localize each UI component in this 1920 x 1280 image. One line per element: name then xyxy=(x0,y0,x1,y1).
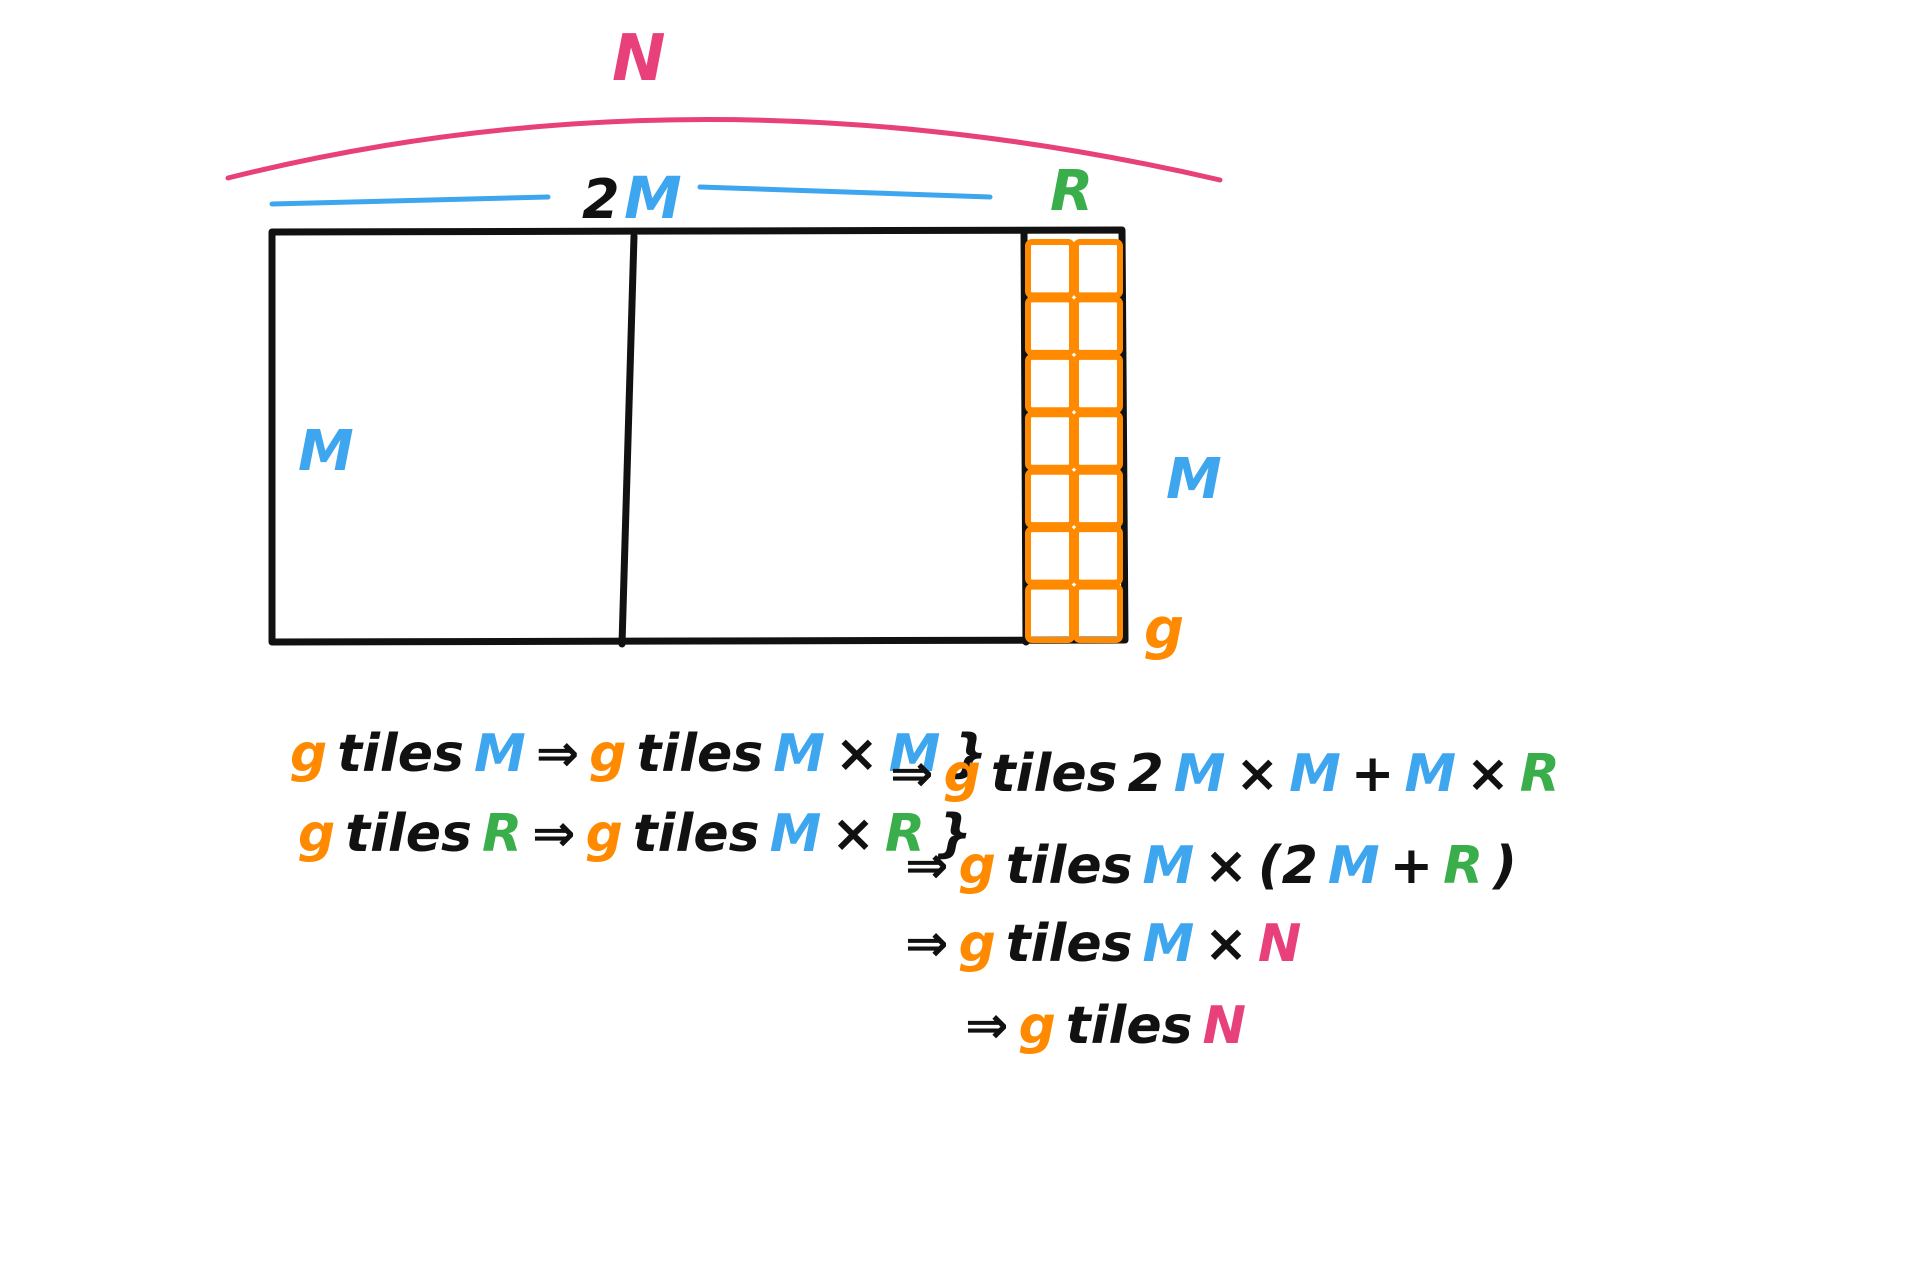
g-tile xyxy=(1025,411,1075,471)
equation-token: N xyxy=(1257,914,1302,974)
g-tile xyxy=(1073,526,1123,586)
equation-token: R xyxy=(1519,744,1560,804)
equation-token: g xyxy=(585,804,623,864)
divider-middle xyxy=(618,232,638,648)
equation-token: R xyxy=(481,804,523,864)
outer-rectangle xyxy=(268,226,1129,646)
equation-token: ⇒ xyxy=(890,744,934,804)
equation-token: M xyxy=(1289,744,1341,804)
equation-token: g xyxy=(1018,996,1056,1056)
equation-token: (2 xyxy=(1257,836,1318,896)
equation-token: 2 xyxy=(1127,744,1164,804)
equation-token: tiles xyxy=(337,724,464,784)
equation-token: ⇒ xyxy=(905,914,949,974)
g-tile xyxy=(1025,353,1075,414)
equation-token: g xyxy=(943,744,981,804)
equation-token: M xyxy=(1173,744,1226,804)
n-brace-arc xyxy=(225,117,1223,183)
equation-token: tiles xyxy=(636,724,764,784)
label-m-top: M xyxy=(624,164,682,232)
equation-token: g xyxy=(589,724,627,784)
label-m-right: M xyxy=(1166,447,1222,512)
dim-line-2m-right xyxy=(697,184,993,200)
g-tile xyxy=(1073,296,1123,356)
equation-token: g xyxy=(290,724,328,784)
equation-token: ⇒ xyxy=(535,724,580,784)
equation-token: tiles xyxy=(1065,996,1193,1056)
g-tile xyxy=(1025,239,1075,299)
equation-token: } xyxy=(934,804,972,864)
equation-token: tiles xyxy=(1005,914,1133,974)
equation-token: M xyxy=(1404,744,1457,804)
g-tile xyxy=(1025,583,1075,643)
equation-token: M xyxy=(773,724,826,784)
equation-token: R xyxy=(884,804,925,864)
equation-token: M xyxy=(888,724,941,784)
g-tile xyxy=(1073,239,1123,299)
equation-token: g xyxy=(298,804,336,864)
equation-token: ⇒ xyxy=(905,836,949,896)
equation-token: M xyxy=(1142,836,1195,896)
g-tiles-grid xyxy=(1025,239,1123,643)
equation-token: × xyxy=(831,804,875,864)
equation-token: ⇒ xyxy=(532,804,576,864)
g-tile xyxy=(1073,583,1123,643)
equation-token: + xyxy=(1389,836,1434,896)
equation-token: ⇒ xyxy=(965,996,1009,1056)
equation-token: M xyxy=(1327,836,1380,896)
equation-token: × xyxy=(1466,744,1510,804)
equation-token: tiles xyxy=(345,804,472,864)
equation-token: tiles xyxy=(1005,836,1133,896)
equation-token: tiles xyxy=(990,744,1118,804)
label-g: g xyxy=(1144,597,1184,662)
equation-token: tiles xyxy=(632,804,760,864)
equation-token: R xyxy=(1443,836,1484,896)
equation-token: + xyxy=(1350,744,1395,804)
equation-token: g xyxy=(958,836,996,896)
g-tile xyxy=(1073,353,1123,414)
g-tile xyxy=(1025,526,1075,586)
equation-token: g xyxy=(958,914,996,974)
equation-token: M xyxy=(473,724,526,784)
g-tile xyxy=(1073,411,1123,471)
equation-token: M xyxy=(769,804,822,864)
dim-line-2m-left xyxy=(269,194,551,207)
equation-token: × xyxy=(1204,914,1248,974)
equation-token: × xyxy=(1235,744,1280,804)
equation-token: } xyxy=(950,724,988,784)
label-m-left: M xyxy=(298,419,354,484)
label-n: N xyxy=(612,22,666,96)
g-tile xyxy=(1025,468,1075,529)
equation-token: N xyxy=(1202,996,1247,1056)
equation-token: ) xyxy=(1493,836,1517,896)
equation-token: M xyxy=(1142,914,1195,974)
equation-token: × xyxy=(1204,836,1248,896)
label-r: R xyxy=(1050,159,1093,224)
g-tile xyxy=(1073,468,1123,529)
equation-token: × xyxy=(835,724,879,784)
label-2: 2 xyxy=(582,168,620,231)
g-tile xyxy=(1025,296,1075,356)
